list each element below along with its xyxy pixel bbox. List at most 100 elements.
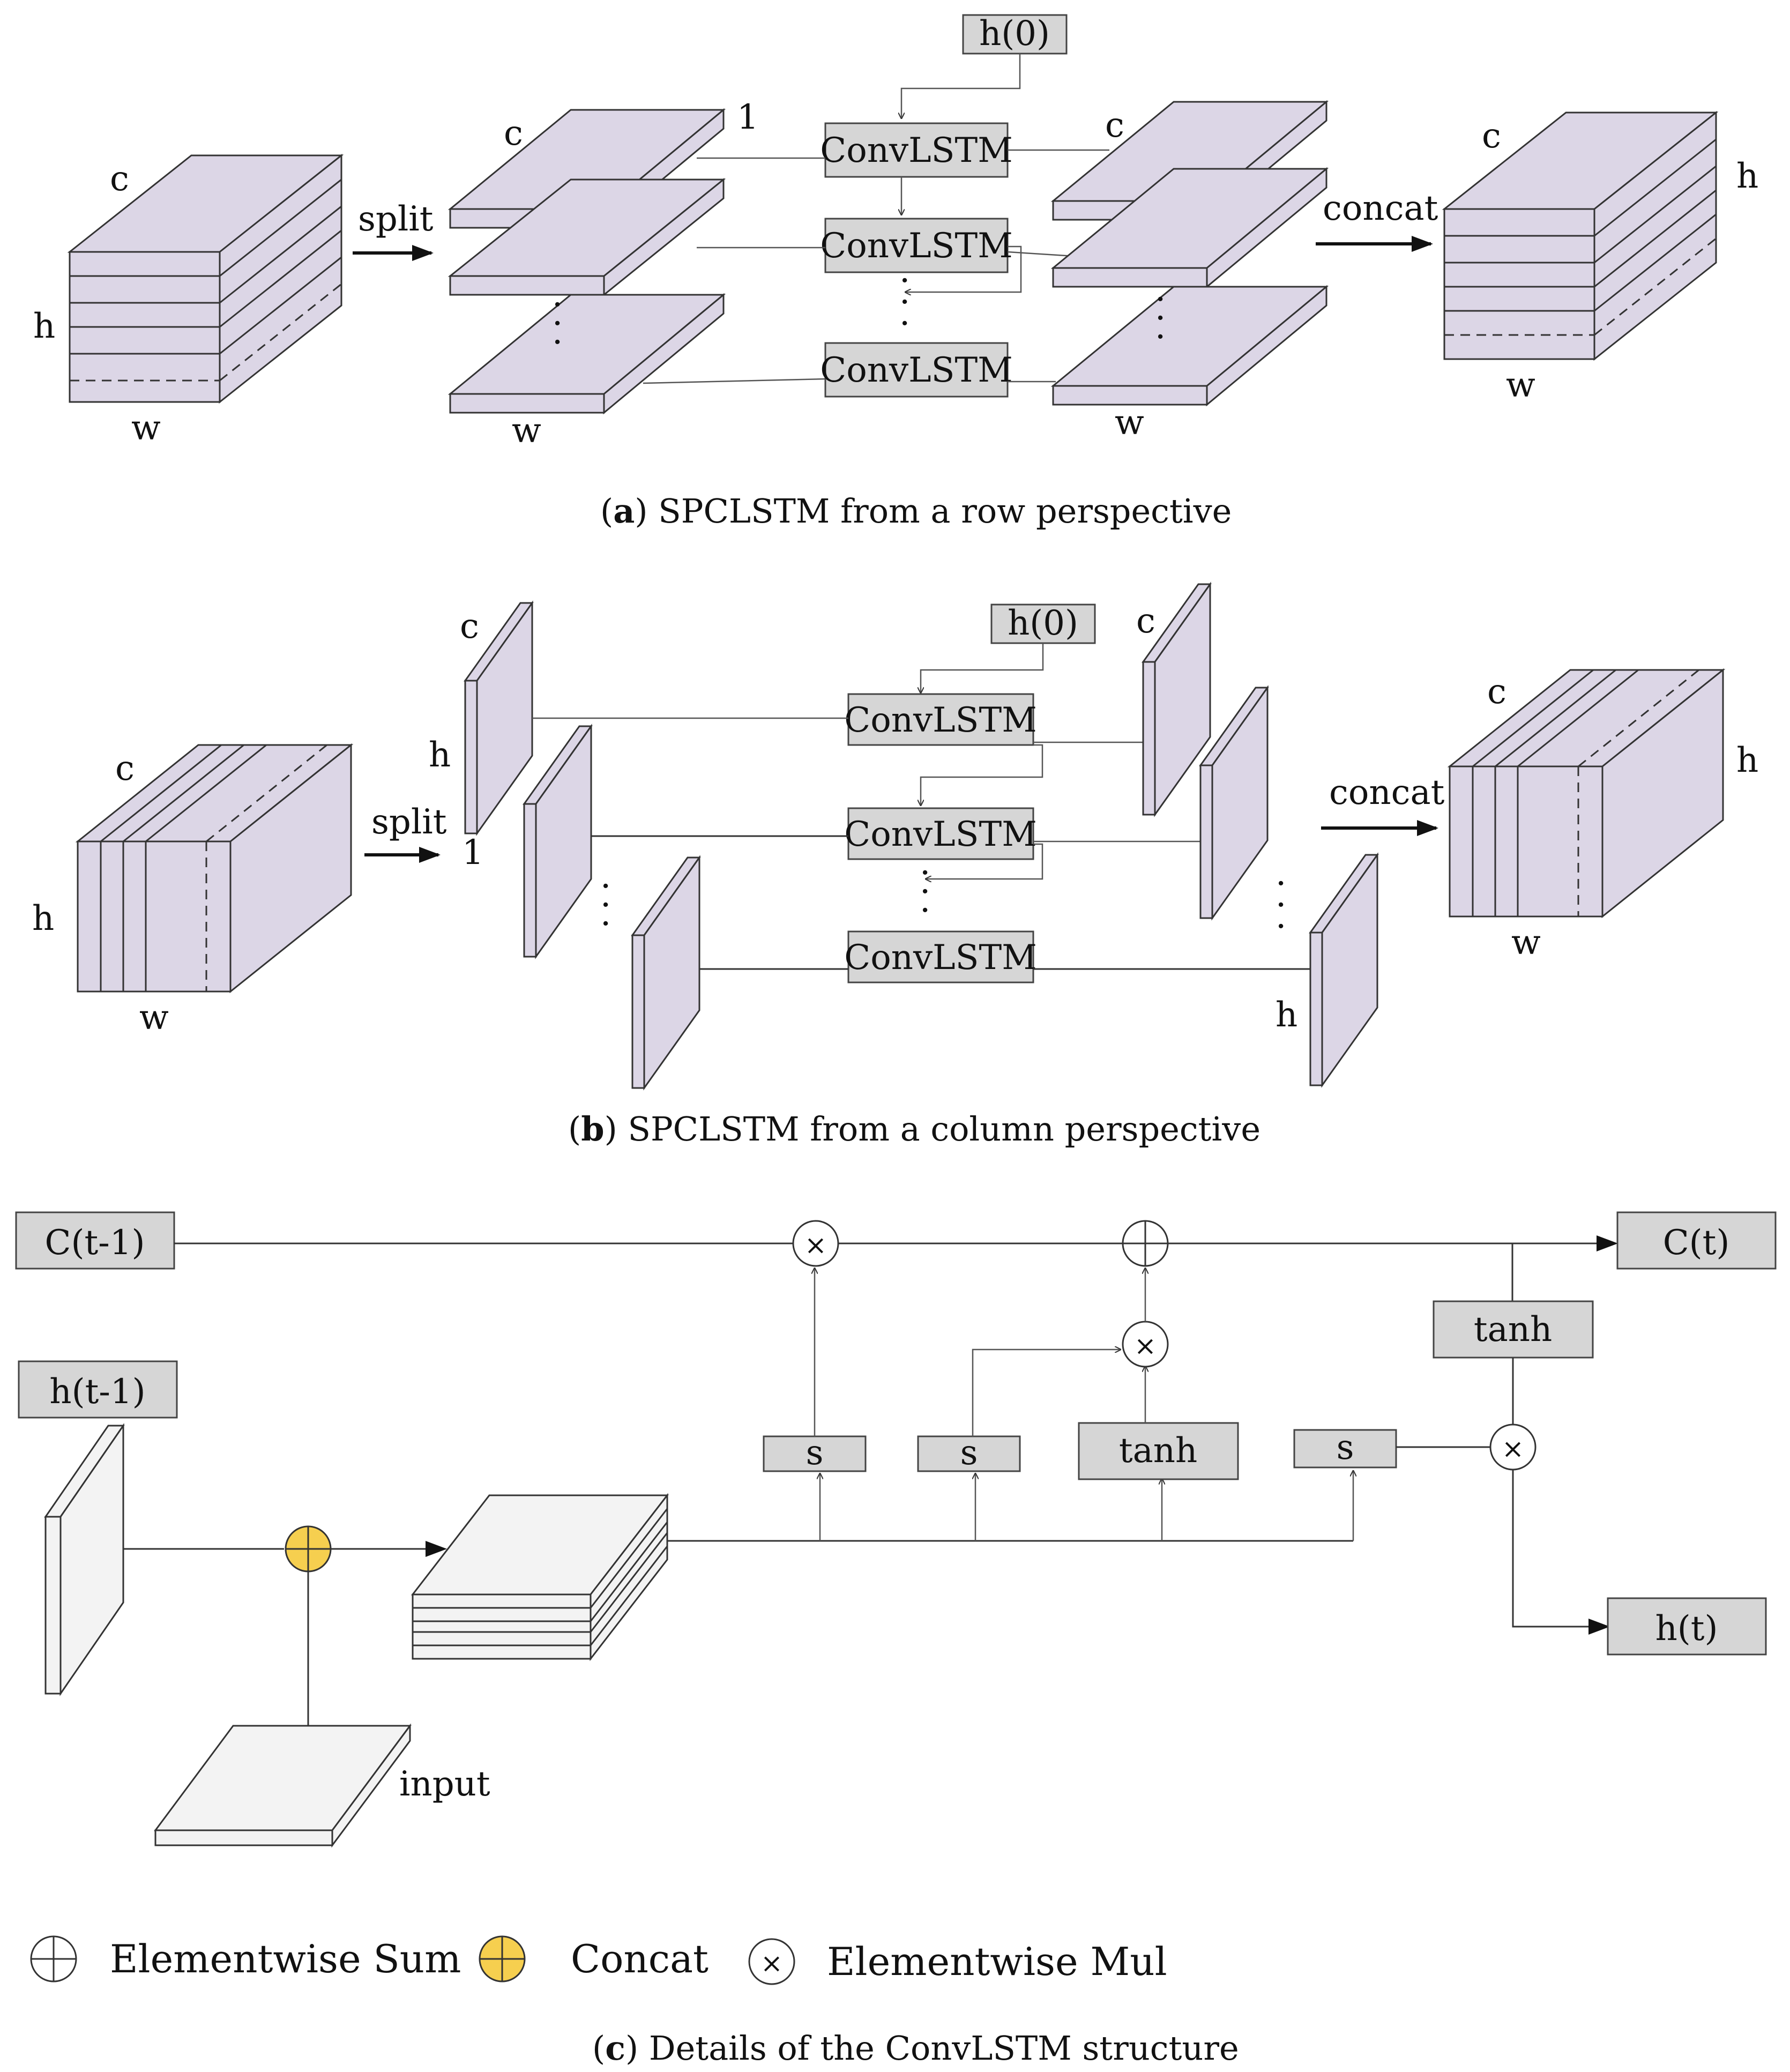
label-w: w bbox=[131, 408, 161, 448]
mul-node-input: × bbox=[1122, 1321, 1169, 1368]
label-1: 1 bbox=[737, 98, 759, 137]
convlstm-box-a1: ConvLSTM bbox=[820, 122, 1013, 178]
split-slices-b: · · · c h bbox=[429, 600, 701, 1091]
sigma-box-output: s bbox=[1293, 1428, 1397, 1469]
dots: · bbox=[899, 304, 910, 344]
label-h: h bbox=[32, 899, 54, 938]
label-h: h bbox=[429, 735, 451, 775]
output-slices-b: · · · c h bbox=[1136, 582, 1379, 1088]
input-tensor-a: c h w bbox=[33, 153, 344, 448]
label-c: c bbox=[460, 607, 479, 646]
svg-text:C(t): C(t) bbox=[1663, 1223, 1730, 1263]
tanh-box-candidate: tanh bbox=[1078, 1422, 1239, 1480]
sum-node-cell bbox=[1122, 1220, 1169, 1267]
label-w: w bbox=[139, 998, 169, 1038]
sigma-box-forget: s bbox=[763, 1433, 867, 1473]
convlstm-box-b2: ConvLSTM bbox=[844, 807, 1037, 860]
label-c: c bbox=[504, 114, 523, 153]
svg-text:×: × bbox=[804, 1229, 827, 1261]
concat-label: concat bbox=[1329, 773, 1445, 813]
dots: · bbox=[1276, 907, 1286, 946]
svg-text:ConvLSTM: ConvLSTM bbox=[844, 815, 1036, 854]
h-next-box: h(t) bbox=[1607, 1597, 1767, 1656]
label-h: h bbox=[1736, 741, 1758, 780]
svg-text:h(t): h(t) bbox=[1655, 1609, 1718, 1649]
legend: Elementwise Sum Concat × Elementwise Mul bbox=[30, 1935, 1167, 1985]
label-c: c bbox=[1482, 116, 1501, 156]
concat-arrow-a: concat bbox=[1316, 189, 1438, 252]
dots: · bbox=[600, 867, 611, 906]
svg-text:ConvLSTM: ConvLSTM bbox=[844, 700, 1036, 740]
mul-node-output: × bbox=[1489, 1423, 1537, 1471]
svg-text:s: s bbox=[806, 1433, 824, 1473]
gate-stack bbox=[411, 1493, 669, 1661]
legend-mul-label: Elementwise Mul bbox=[827, 1939, 1167, 1984]
label-c: c bbox=[1136, 601, 1155, 641]
dots: · bbox=[899, 261, 910, 301]
concat-arrow-b: concat bbox=[1321, 773, 1445, 836]
concat-node bbox=[285, 1525, 332, 1572]
dots: · bbox=[552, 285, 563, 325]
caption-c: (c) Details of the ConvLSTM structure bbox=[592, 2029, 1239, 2068]
h-prev-slab bbox=[44, 1423, 125, 1696]
label-c: c bbox=[1487, 672, 1506, 712]
split-arrow-a: split bbox=[353, 199, 434, 261]
sigma-box-input: s bbox=[917, 1433, 1021, 1473]
dots: · bbox=[1155, 299, 1166, 338]
svg-text:ConvLSTM: ConvLSTM bbox=[820, 351, 1012, 390]
h-prev-box: h(t-1) bbox=[18, 1360, 178, 1419]
legend-sum-icon bbox=[30, 1935, 77, 1982]
dots: · bbox=[1155, 280, 1166, 319]
convlstm-box-b1: ConvLSTM bbox=[844, 693, 1037, 746]
label-w: w bbox=[512, 411, 541, 451]
convlstm-box-a2: ConvLSTM bbox=[820, 218, 1013, 273]
label-c: c bbox=[115, 749, 135, 788]
dots: · bbox=[600, 885, 611, 925]
h0-box-a: h(0) bbox=[962, 14, 1068, 55]
c-next-box: C(t) bbox=[1616, 1211, 1777, 1270]
dots: · bbox=[552, 323, 563, 362]
output-tensor-b: c h w bbox=[1447, 668, 1758, 963]
label-w: w bbox=[1511, 923, 1541, 963]
svg-text:s: s bbox=[1337, 1428, 1354, 1467]
dots: · bbox=[1155, 317, 1166, 357]
dots: · bbox=[920, 853, 930, 893]
tanh-box-cell: tanh bbox=[1433, 1300, 1594, 1359]
mul-node-forget: × bbox=[792, 1220, 839, 1267]
input-tensor-b: c h w bbox=[32, 743, 354, 1038]
c-prev-box: C(t-1) bbox=[15, 1211, 175, 1270]
split-arrow-b: split 1 bbox=[364, 802, 484, 873]
panel-a: c h w split · · · c 1 w bbox=[33, 14, 1758, 531]
legend-mul-icon: × bbox=[748, 1938, 795, 1985]
svg-text:×: × bbox=[1502, 1433, 1524, 1464]
convlstm-box-a3: ConvLSTM bbox=[820, 342, 1013, 398]
caption-b: (b) SPCLSTM from a column perspective bbox=[568, 1109, 1261, 1149]
caption-a: (a) SPCLSTM from a row perspective bbox=[600, 491, 1232, 531]
svg-text:s: s bbox=[960, 1433, 978, 1473]
concat-label: concat bbox=[1323, 189, 1438, 228]
dots: · bbox=[600, 904, 611, 944]
input-slab: input bbox=[154, 1723, 490, 1848]
dots: · bbox=[899, 282, 910, 322]
dots: · bbox=[920, 891, 930, 930]
split-label: split bbox=[358, 199, 434, 239]
label-c: c bbox=[1105, 106, 1124, 145]
svg-text:ConvLSTM: ConvLSTM bbox=[844, 938, 1036, 978]
svg-text:ConvLSTM: ConvLSTM bbox=[820, 226, 1012, 266]
output-tensor-a: c h w bbox=[1442, 110, 1758, 405]
panel-c: C(t-1) × C(t) h(t-1) bbox=[15, 1211, 1777, 1848]
dots: · bbox=[1276, 864, 1286, 904]
label-h: h bbox=[33, 307, 55, 346]
label-w: w bbox=[1506, 366, 1535, 405]
dots: · bbox=[920, 872, 930, 912]
label-w: w bbox=[1115, 403, 1144, 443]
input-label: input bbox=[399, 1764, 490, 1804]
label-c: c bbox=[110, 159, 129, 199]
dots: · bbox=[1276, 885, 1286, 925]
svg-text:×: × bbox=[1134, 1330, 1157, 1361]
label-h: h bbox=[1276, 995, 1297, 1035]
split-slices-a: · · · c 1 w bbox=[447, 98, 759, 451]
svg-text:tanh: tanh bbox=[1119, 1431, 1197, 1471]
output-slices-a: · · · c w bbox=[1050, 100, 1329, 443]
